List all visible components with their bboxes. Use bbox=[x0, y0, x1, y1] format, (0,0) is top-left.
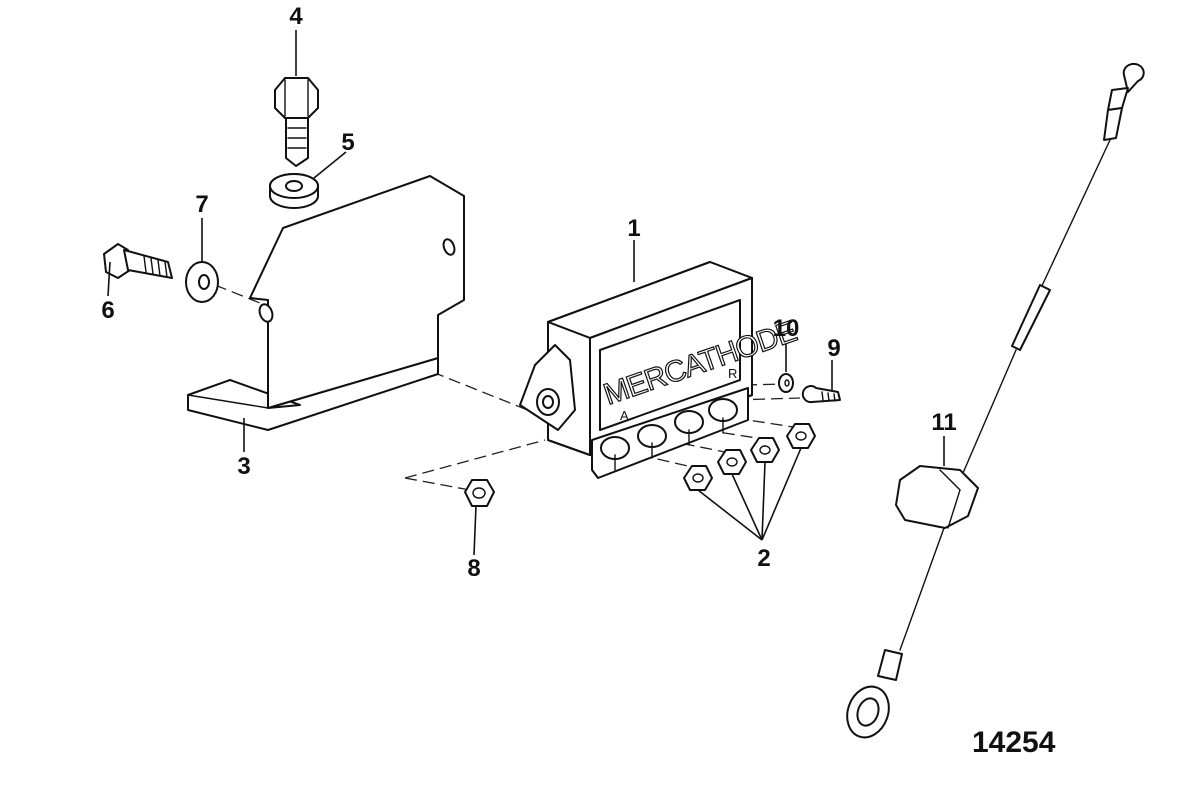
callout-4: 4 bbox=[289, 3, 303, 30]
callout-labels: 1 2 3 4 5 6 7 8 9 10 11 bbox=[101, 3, 956, 582]
callout-5: 5 bbox=[341, 129, 354, 156]
terminal-mark-r: R bbox=[728, 366, 737, 381]
terminal-mark-a: A bbox=[620, 408, 629, 423]
screw-9 bbox=[801, 385, 841, 404]
washer-10 bbox=[778, 373, 794, 393]
callout-3: 3 bbox=[237, 453, 250, 480]
screw-6 bbox=[103, 243, 173, 279]
washer-5 bbox=[269, 173, 319, 209]
callout-2: 2 bbox=[757, 545, 770, 572]
bolt-4 bbox=[274, 77, 319, 167]
nut-8 bbox=[464, 479, 495, 507]
leader-lines bbox=[107, 30, 945, 556]
terminal-nuts bbox=[683, 423, 816, 491]
callout-7: 7 bbox=[195, 191, 208, 218]
callout-6: 6 bbox=[101, 297, 114, 324]
mounting-bracket bbox=[187, 175, 465, 431]
callout-1: 1 bbox=[627, 215, 640, 242]
callout-9: 9 bbox=[827, 335, 840, 362]
callout-8: 8 bbox=[467, 555, 480, 582]
callout-11: 11 bbox=[931, 409, 956, 436]
callout-10: 10 bbox=[773, 315, 800, 342]
reference-electrode bbox=[846, 62, 1145, 739]
figure-number: 14254 bbox=[972, 726, 1056, 759]
washer-7 bbox=[185, 261, 219, 303]
